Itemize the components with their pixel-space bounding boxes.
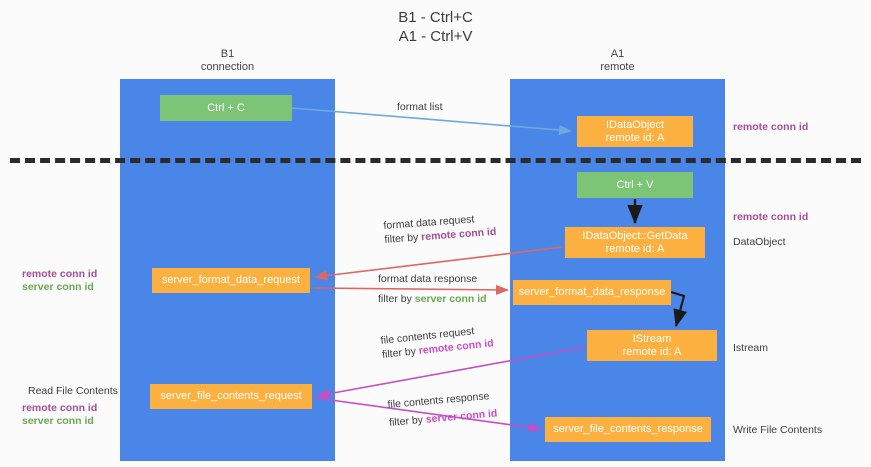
annotation-left-conn-ids-2: remote conn id server conn id [22,402,97,428]
lane-header-b1: B1 connection [120,48,335,74]
edge-label-format-data-response-filter: filter by server conn id [378,292,487,306]
node-idataobject-label: IDataObject [605,118,665,131]
node-server-file-contents-request-label: server_file_contents_request [160,390,302,402]
filter-key-server-conn-id: server conn id [414,293,487,305]
annotation-right-dataobject: DataObject [733,236,786,249]
node-server-file-contents-response-label: server_file_contents_response [553,423,703,435]
lane-header-a1: A1 remote [510,48,725,74]
annotation-left-conn-ids: remote conn id server conn id [22,268,97,294]
node-idataobject-remote-id: remote id: A [605,131,665,144]
annotation-text: Write File Contents [733,424,823,436]
node-ctrl-v-label: Ctrl + V [616,178,654,191]
edge-label-format-data-response: format data response filter by server co… [378,272,487,306]
filter-prefix: filter by [388,413,427,429]
phase-divider [10,158,861,163]
diagram-title: B1 - Ctrl+C A1 - Ctrl+V [0,8,871,46]
edge-label-format-list-text: format list [397,101,443,113]
title-line-2: A1 - Ctrl+V [398,28,473,45]
node-server-format-data-request-label: server_format_data_request [161,274,301,286]
node-server-format-data-response-label: server_format_data_response [518,286,666,298]
node-idataobject-getdata[interactable]: IDataObject::GetData remote id: A [565,227,705,258]
node-istream[interactable]: IStream remote id: A [587,330,717,361]
edge-label-format-data-response-text: format data response [378,273,478,285]
node-istream-remote-id: remote id: A [622,345,682,358]
annotation-text: DataObject [733,236,786,248]
lane-header-a1-title: A1 [610,48,625,60]
node-getdata-remote-id: remote id: A [605,242,665,255]
edge-label-format-list: format list [397,100,443,114]
filter-key-remote-conn-id: remote conn id [420,225,497,244]
annotation-right-write-file-contents: Write File Contents [733,424,822,437]
node-server-format-data-request[interactable]: server_format_data_request [152,268,310,293]
node-server-format-data-response[interactable]: server_format_data_response [513,280,671,305]
annotation-server-conn-id: server conn id [22,415,94,427]
annotation-right-remote-conn-id-mid: remote conn id [733,211,808,224]
lane-header-b1-title: B1 [220,48,235,60]
annotation-remote-conn-id: remote conn id [22,402,98,414]
edge-label-file-contents-response: file contents response filter by server … [387,389,498,430]
filter-prefix: filter by [378,293,415,305]
annotation-right-remote-conn-id-top: remote conn id [733,121,808,134]
filter-prefix: filter by [381,345,420,361]
annotation-text: remote conn id [733,211,809,223]
annotation-text: Istream [733,342,769,354]
annotation-server-conn-id: server conn id [22,281,94,293]
annotation-text: Read File Contents [28,385,118,397]
node-getdata-label: IDataObject::GetData [582,229,688,242]
annotation-right-istream: Istream [733,342,768,355]
annotation-remote-conn-id: remote conn id [22,268,98,280]
annotation-left-read-file-contents: Read File Contents [28,385,118,398]
filter-key-server-conn-id: server conn id [425,407,498,426]
lane-header-a1-subtitle: remote [600,61,635,73]
node-ctrl-c-label: Ctrl + C [207,101,245,114]
edge-label-format-data-request: format data request filter by remote con… [383,211,497,247]
title-line-1: B1 - Ctrl+C [398,9,473,26]
annotation-text: remote conn id [733,121,809,133]
node-idataobject[interactable]: IDataObject remote id: A [577,116,693,147]
edge-label-file-contents-request: file contents request filter by remote c… [380,322,494,362]
node-istream-label: IStream [632,332,672,345]
node-ctrl-v[interactable]: Ctrl + V [577,172,693,198]
filter-prefix: filter by [384,231,422,246]
node-server-file-contents-request[interactable]: server_file_contents_request [150,384,312,409]
lane-header-b1-subtitle: connection [200,61,255,73]
node-server-file-contents-response[interactable]: server_file_contents_response [545,417,711,442]
node-ctrl-c[interactable]: Ctrl + C [160,95,292,121]
